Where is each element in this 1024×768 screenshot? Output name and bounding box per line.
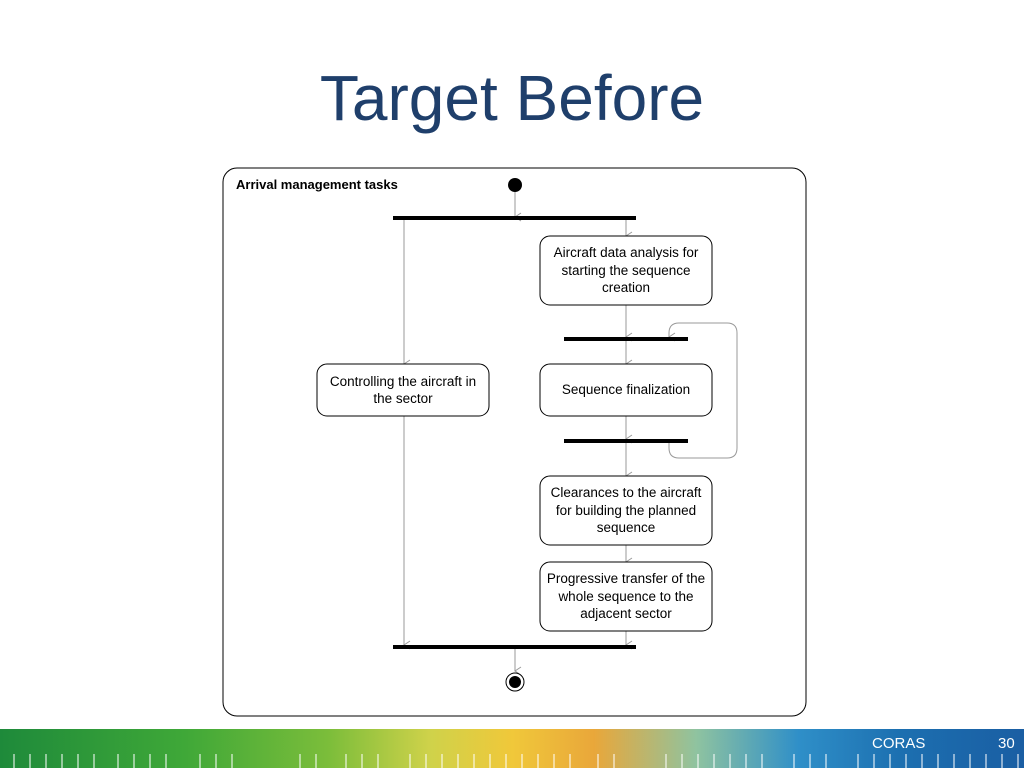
decision-bar bbox=[564, 439, 688, 443]
node-label: Sequence finalization bbox=[561, 382, 691, 398]
node-aircraft-data-analysis: Aircraft data analysis for starting the … bbox=[539, 235, 713, 306]
diagram-frame bbox=[222, 167, 807, 717]
node-label: Clearances to the aircraft for building … bbox=[550, 485, 702, 536]
node-controlling-aircraft: Controlling the aircraft in the sector bbox=[316, 363, 490, 417]
slide-title: Target Before bbox=[319, 62, 705, 134]
join-bar-bottom bbox=[393, 645, 636, 649]
page-number: 30 bbox=[998, 735, 1015, 752]
node-clearances: Clearances to the aircraft for building … bbox=[539, 475, 713, 546]
frame-label: Arrival management tasks bbox=[236, 177, 398, 192]
merge-bar bbox=[564, 337, 688, 341]
footer-brand: CORAS bbox=[872, 735, 926, 752]
node-progressive-transfer: Progressive transfer of the whole sequen… bbox=[539, 561, 713, 632]
footer-tick-marks bbox=[13, 754, 1019, 768]
final-node-dot bbox=[509, 676, 521, 688]
node-label: Progressive transfer of the whole sequen… bbox=[546, 571, 706, 622]
node-label: Controlling the aircraft in the sector bbox=[329, 373, 477, 407]
initial-node bbox=[508, 178, 522, 192]
flow-lines bbox=[403, 192, 738, 676]
fork-bar-top bbox=[393, 216, 636, 220]
flow-loop-back bbox=[668, 322, 738, 459]
node-label: Aircraft data analysis for starting the … bbox=[553, 245, 699, 296]
footer-bar: CORAS 30 bbox=[0, 729, 1024, 768]
node-sequence-finalization: Sequence finalization bbox=[539, 363, 713, 417]
